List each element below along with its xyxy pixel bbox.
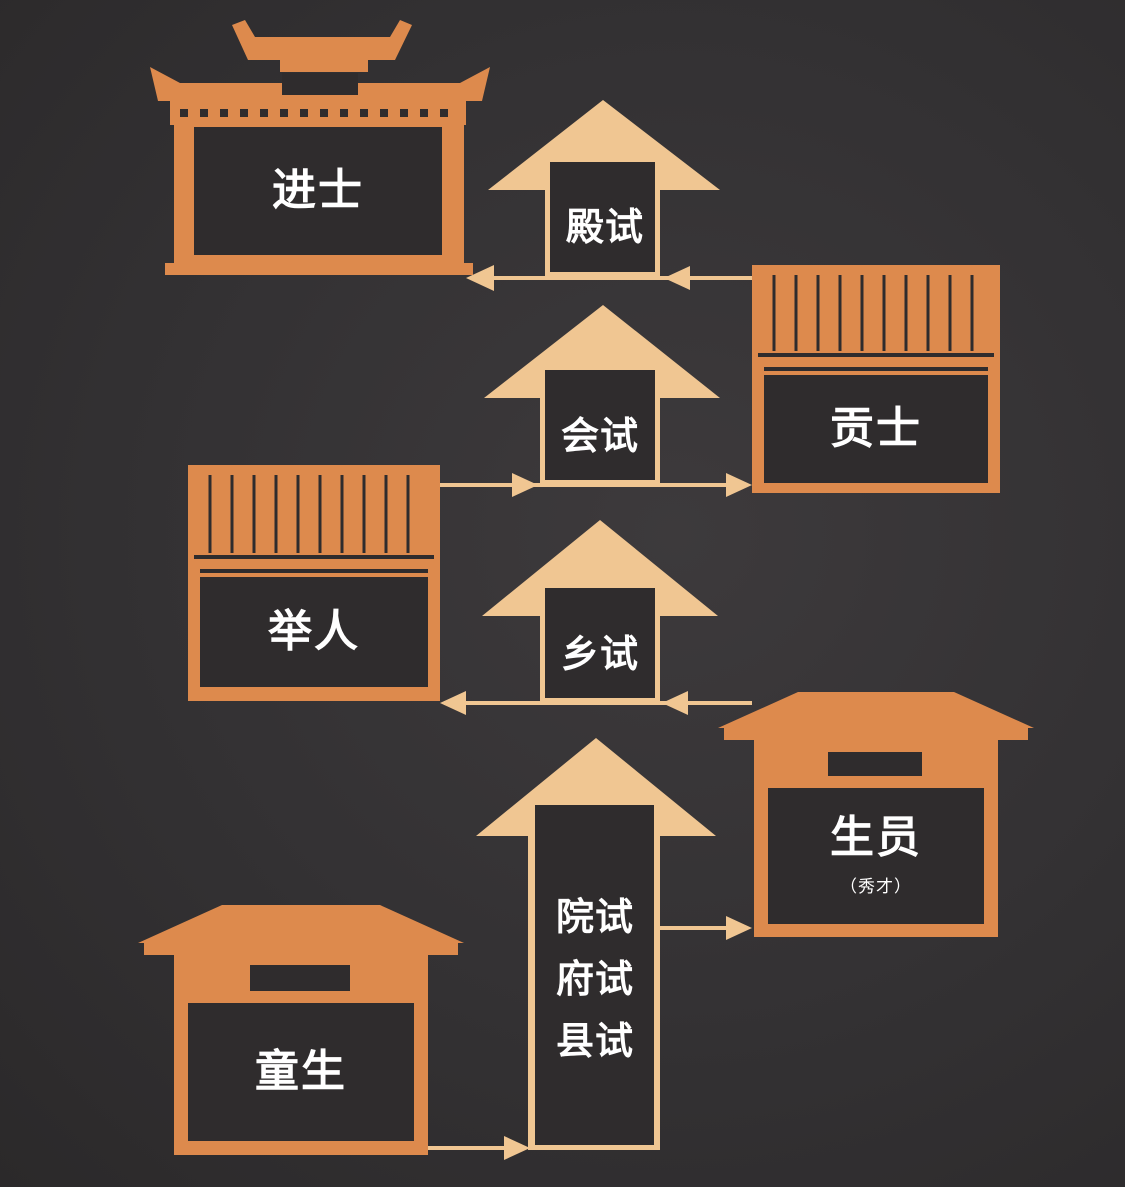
rank-panel: 生员 （秀才） bbox=[768, 788, 984, 924]
rank-gongshi-title: 贡士 bbox=[830, 403, 922, 454]
arrowhead-left-icon bbox=[664, 266, 690, 290]
exam-xianshi-label: 县试 bbox=[555, 1019, 634, 1063]
rank-juren: 举人 bbox=[188, 465, 440, 701]
rank-shengyuan-subtitle: （秀才） bbox=[840, 876, 912, 897]
exam-xiangshi-label: 乡试 bbox=[560, 632, 639, 676]
exam-county-level-label: 院试 府试 县试 bbox=[540, 886, 650, 1072]
rank-gongshi: 贡士 bbox=[752, 265, 1000, 493]
arrowhead-left-icon bbox=[466, 265, 494, 291]
arrowhead-right-icon bbox=[726, 473, 752, 497]
rank-shengyuan: 生员 （秀才） bbox=[718, 692, 1034, 937]
arrowhead-right-icon bbox=[512, 473, 538, 497]
up-arrow-icon bbox=[488, 100, 720, 278]
rank-panel: 童生 bbox=[188, 1003, 414, 1141]
up-arrow-icon bbox=[476, 738, 716, 1150]
rank-jinshi: 进士 bbox=[150, 15, 490, 275]
up-arrow-icon bbox=[484, 305, 720, 485]
up-arrow-icon bbox=[482, 520, 718, 703]
rank-panel: 举人 bbox=[200, 577, 428, 687]
rank-tongsheng-title: 童生 bbox=[255, 1046, 347, 1097]
rank-jinshi-title: 进士 bbox=[272, 165, 364, 216]
rank-shengyuan-title: 生员 bbox=[830, 811, 922, 863]
exam-yuanshi-label: 院试 bbox=[555, 895, 634, 939]
arrowhead-right-icon bbox=[504, 1136, 530, 1160]
rank-tongsheng: 童生 bbox=[138, 905, 464, 1155]
exam-huishi-label: 会试 bbox=[560, 414, 639, 458]
arrowhead-right-icon bbox=[726, 916, 752, 940]
exam-fushi-label: 府试 bbox=[555, 957, 634, 1001]
arrowhead-left-icon bbox=[440, 691, 466, 715]
rank-panel: 进士 bbox=[194, 127, 442, 255]
rank-panel: 贡士 bbox=[764, 375, 988, 483]
exam-dianshi-label: 殿试 bbox=[565, 205, 644, 249]
rank-juren-title: 举人 bbox=[268, 606, 360, 657]
arrowhead-left-icon bbox=[662, 691, 688, 715]
